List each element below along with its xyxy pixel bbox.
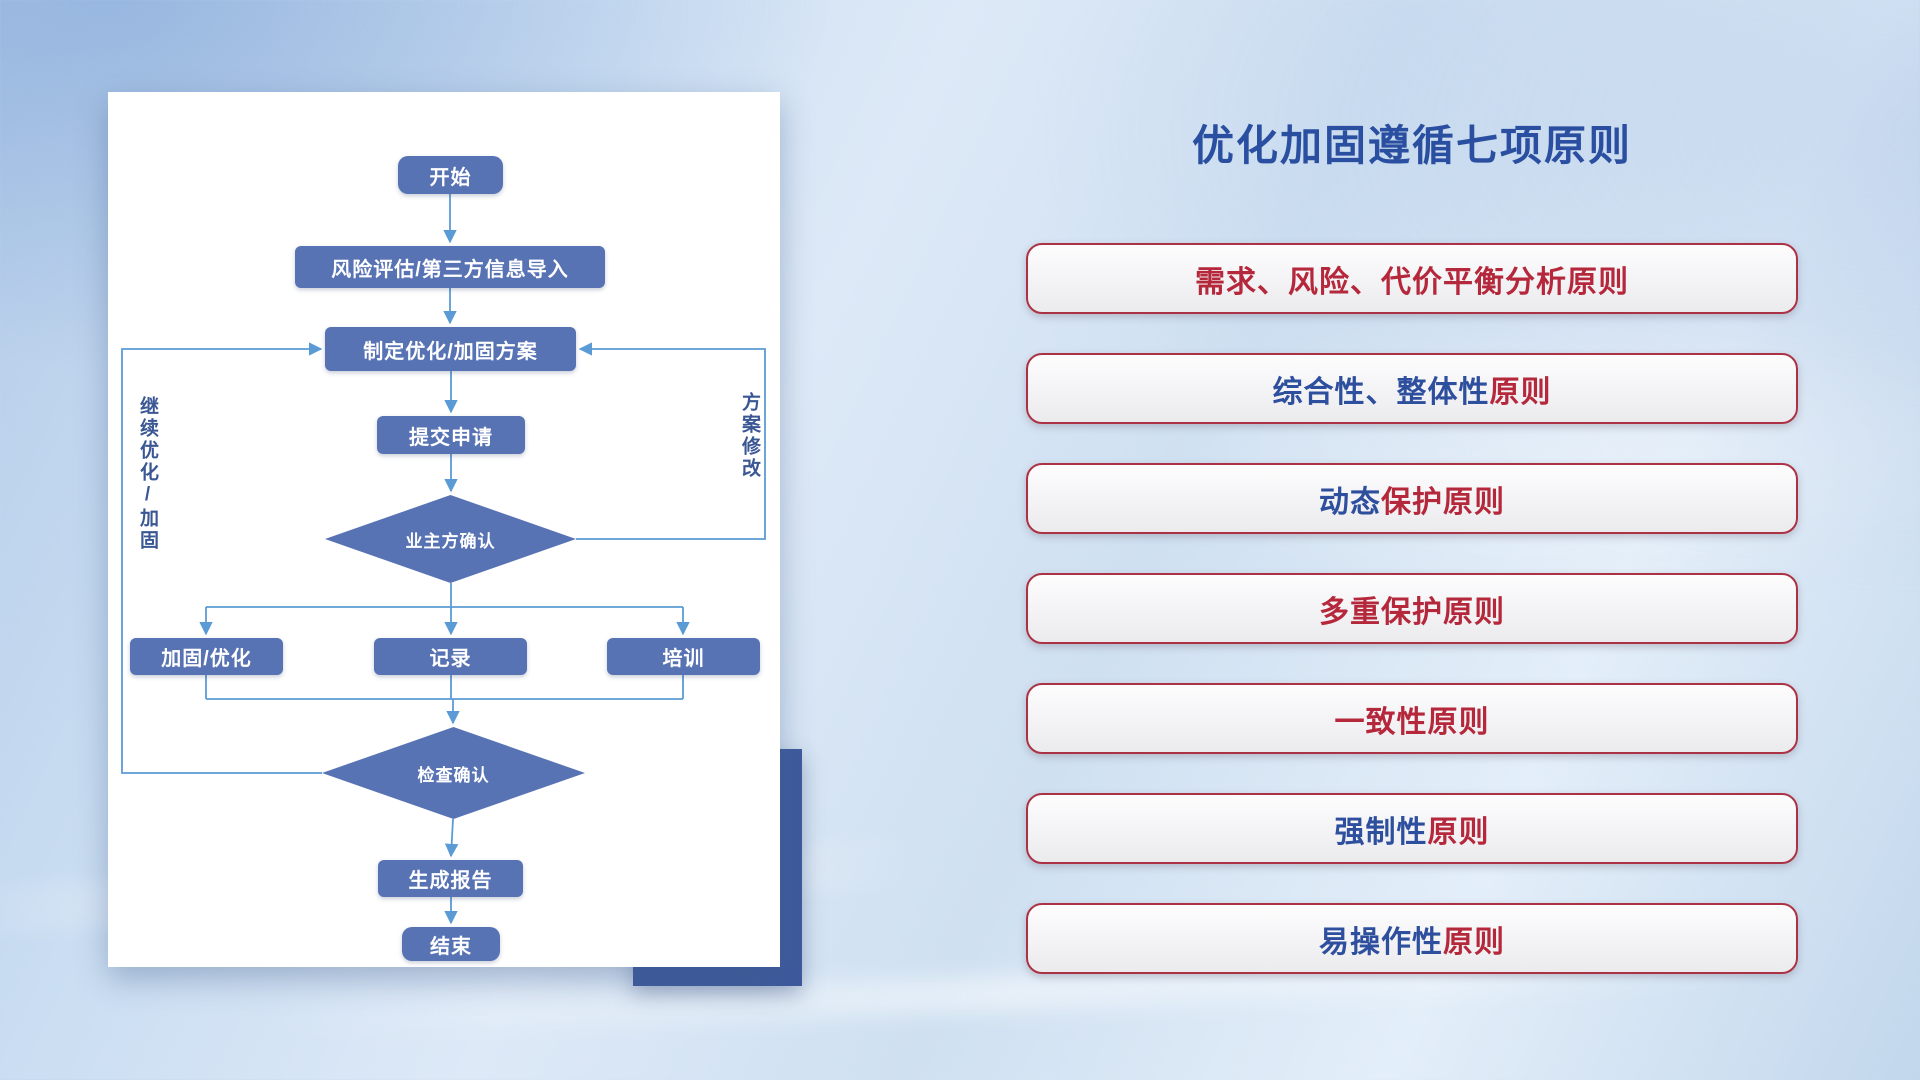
principle-text: 原则 bbox=[1427, 815, 1490, 849]
principle-pill: 多重保护原则 bbox=[1026, 573, 1798, 644]
flow-node-make-plan: 制定优化/加固方案 bbox=[325, 327, 576, 371]
flowchart-card: 开始 风险评估/第三方信息导入 制定优化/加固方案 提交申请 业主方确认 加固/… bbox=[108, 92, 780, 967]
flow-node-risk-import: 风险评估/第三方信息导入 bbox=[295, 246, 605, 288]
flow-node-submit: 提交申请 bbox=[377, 416, 525, 454]
connector-lines bbox=[121, 194, 766, 925]
principles-list: 需求、风险、代价平衡分析原则综合性、整体性原则动态保护原则多重保护原则一致性原则… bbox=[1026, 243, 1798, 974]
page-title: 优化加固遵循七项原则 bbox=[1191, 122, 1632, 169]
connector-loop-continue-optimize bbox=[121, 342, 323, 774]
principle-pill: 易操作性原则 bbox=[1026, 903, 1798, 974]
flowchart-connectors bbox=[121, 194, 766, 925]
loop-label-continue-optimize: 继续优化/加固 bbox=[137, 396, 158, 552]
flow-node-label: 检查确认 bbox=[417, 765, 490, 785]
principle-text: 需求、风险、代价平衡分析原则 bbox=[1195, 265, 1629, 299]
principle-pill: 综合性、整体性原则 bbox=[1026, 353, 1798, 424]
flow-node-harden: 加固/优化 bbox=[130, 638, 283, 675]
principle-text: 多重保护原则 bbox=[1319, 595, 1505, 629]
principle-pill: 一致性原则 bbox=[1026, 683, 1798, 754]
principle-text: 原则 bbox=[1443, 925, 1505, 959]
principle-text: 保护原则 bbox=[1381, 485, 1505, 519]
loop-label-plan-revise: 方案修改 bbox=[739, 392, 760, 480]
principle-pill: 需求、风险、代价平衡分析原则 bbox=[1026, 243, 1798, 314]
principle-text: 强制性 bbox=[1334, 815, 1428, 849]
principle-text: 一致性原则 bbox=[1334, 705, 1490, 739]
connector-loop-plan-revise bbox=[576, 342, 766, 540]
principle-text: 动态 bbox=[1319, 485, 1381, 519]
principle-pill: 动态保护原则 bbox=[1026, 463, 1798, 534]
flow-node-label: 业主方确认 bbox=[405, 531, 496, 551]
flow-node-end: 结束 bbox=[402, 927, 500, 961]
principle-text: 综合性、整体性 bbox=[1272, 375, 1490, 409]
flow-node-start: 开始 bbox=[398, 156, 503, 194]
principle-text: 原则 bbox=[1489, 375, 1552, 409]
principle-text: 易操作性 bbox=[1319, 925, 1443, 959]
flow-node-train: 培训 bbox=[607, 638, 760, 675]
flow-node-report: 生成报告 bbox=[378, 860, 523, 897]
principle-pill: 强制性原则 bbox=[1026, 793, 1798, 864]
connector-check-report bbox=[444, 818, 459, 858]
flow-node-record: 记录 bbox=[374, 638, 527, 675]
